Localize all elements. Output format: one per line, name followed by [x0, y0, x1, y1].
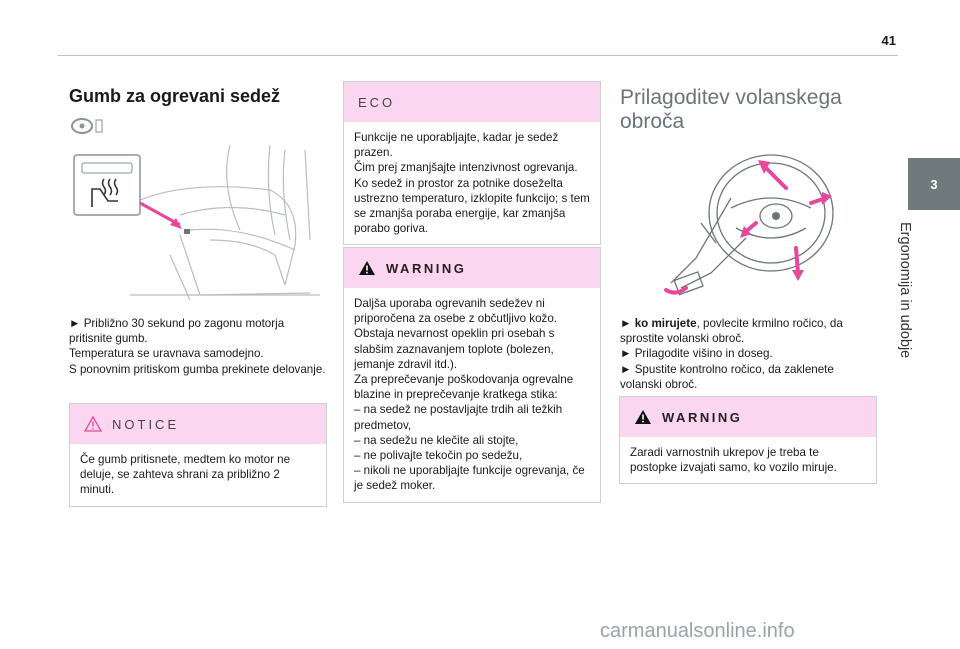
warning-header: WARNING	[620, 397, 876, 437]
warning-line: – ne polivajte tekočin po sedežu,	[354, 449, 523, 463]
warning-line: Obstaja nevarnost opeklin pri osebah s s…	[354, 327, 555, 371]
warning-text: Zaradi varnostnih ukrepov je treba te po…	[630, 446, 837, 475]
eco-box: ECO Funkcije ne uporabljajte, kadar je s…	[343, 81, 601, 246]
notice-header: NOTICE	[70, 404, 326, 444]
warning-line: – nikoli ne uporabljajte funkcije ogreva…	[354, 464, 585, 493]
header-rule	[58, 55, 898, 56]
eco-header: ECO	[344, 82, 600, 122]
chapter-tab[interactable]: 3	[908, 158, 960, 210]
instruction-line: ► Spustite kontrolno ročico, da zaklenet…	[620, 362, 834, 391]
heated-seat-instructions: ► Približno 30 sekund po zagonu motorja …	[69, 316, 329, 377]
warning-icon	[635, 410, 651, 424]
steering-wheel-illustration	[636, 148, 836, 300]
notice-text: Če gumb pritisnete, medtem ko motor ne d…	[80, 453, 291, 497]
instruction-rest: , povlecite krmilno ročico, da sprostite…	[620, 317, 843, 346]
instruction-line: ► Približno 30 sekund po zagonu motorja …	[69, 317, 285, 346]
warning-icon	[359, 261, 375, 275]
notice-heading: NOTICE	[112, 416, 180, 432]
warning-box-seat: WARNING Daljša uporaba ogrevanih sedežev…	[343, 247, 601, 503]
warning-line: – na sedež ne postavljajte trdih ali tež…	[354, 403, 563, 432]
instruction-line: ► Prilagodite višino in doseg.	[620, 347, 773, 361]
chapter-number: 3	[930, 176, 938, 192]
warning-box-steering: WARNING Zaradi varnostnih ukrepov je tre…	[619, 396, 877, 485]
chapter-side-title: Ergonomija in udobje	[886, 222, 926, 382]
section-title-heated-seat: Gumb za ogrevani sedež	[69, 86, 281, 106]
steering-wheel-small-icon	[70, 116, 104, 141]
chapter-title-label: Ergonomija in udobje	[897, 222, 913, 359]
eco-line: Funkcije ne uporabljajte, kadar je sedež…	[354, 131, 559, 160]
watermark: carmanualsonline.info	[600, 620, 795, 642]
section-title-steering-wheel: Prilagoditev volanskega obroča	[620, 86, 842, 133]
warning-header: WARNING	[344, 248, 600, 288]
page-number: 41	[881, 33, 896, 48]
instruction-emphasis: ko mirujete	[634, 317, 697, 330]
bullet-arrow: ►	[620, 317, 635, 330]
warning-line: Daljša uporaba ogrevanih sedežev ni prip…	[354, 297, 558, 326]
notice-box: NOTICE Če gumb pritisnete, medtem ko mot…	[69, 403, 327, 507]
eco-heading: ECO	[358, 94, 396, 110]
steering-instructions: ► ko mirujete, povlecite krmilno ročico,…	[620, 316, 850, 392]
instruction-line: ► ko mirujete, povlecite krmilno ročico,…	[620, 316, 850, 346]
warning-heading: WARNING	[386, 260, 467, 276]
warning-heading: WARNING	[662, 409, 743, 425]
eco-line: Čim prej zmanjšajte intenzivnost ogrevan…	[354, 161, 578, 175]
caution-outline-icon	[84, 416, 102, 432]
seat-heating-illustration	[70, 144, 328, 305]
warning-line: – na sedežu ne klečite ali stojte,	[354, 433, 519, 447]
eco-line: Ko sedež in prostor za potnike doseželta…	[354, 176, 590, 236]
warning-line: Za preprečevanje poškodovanja ogrevalne …	[354, 373, 574, 402]
instruction-line: S ponovnim pritiskom gumba prekinete del…	[69, 362, 326, 376]
instruction-line: Temperatura se uravnava samodejno.	[69, 347, 264, 361]
